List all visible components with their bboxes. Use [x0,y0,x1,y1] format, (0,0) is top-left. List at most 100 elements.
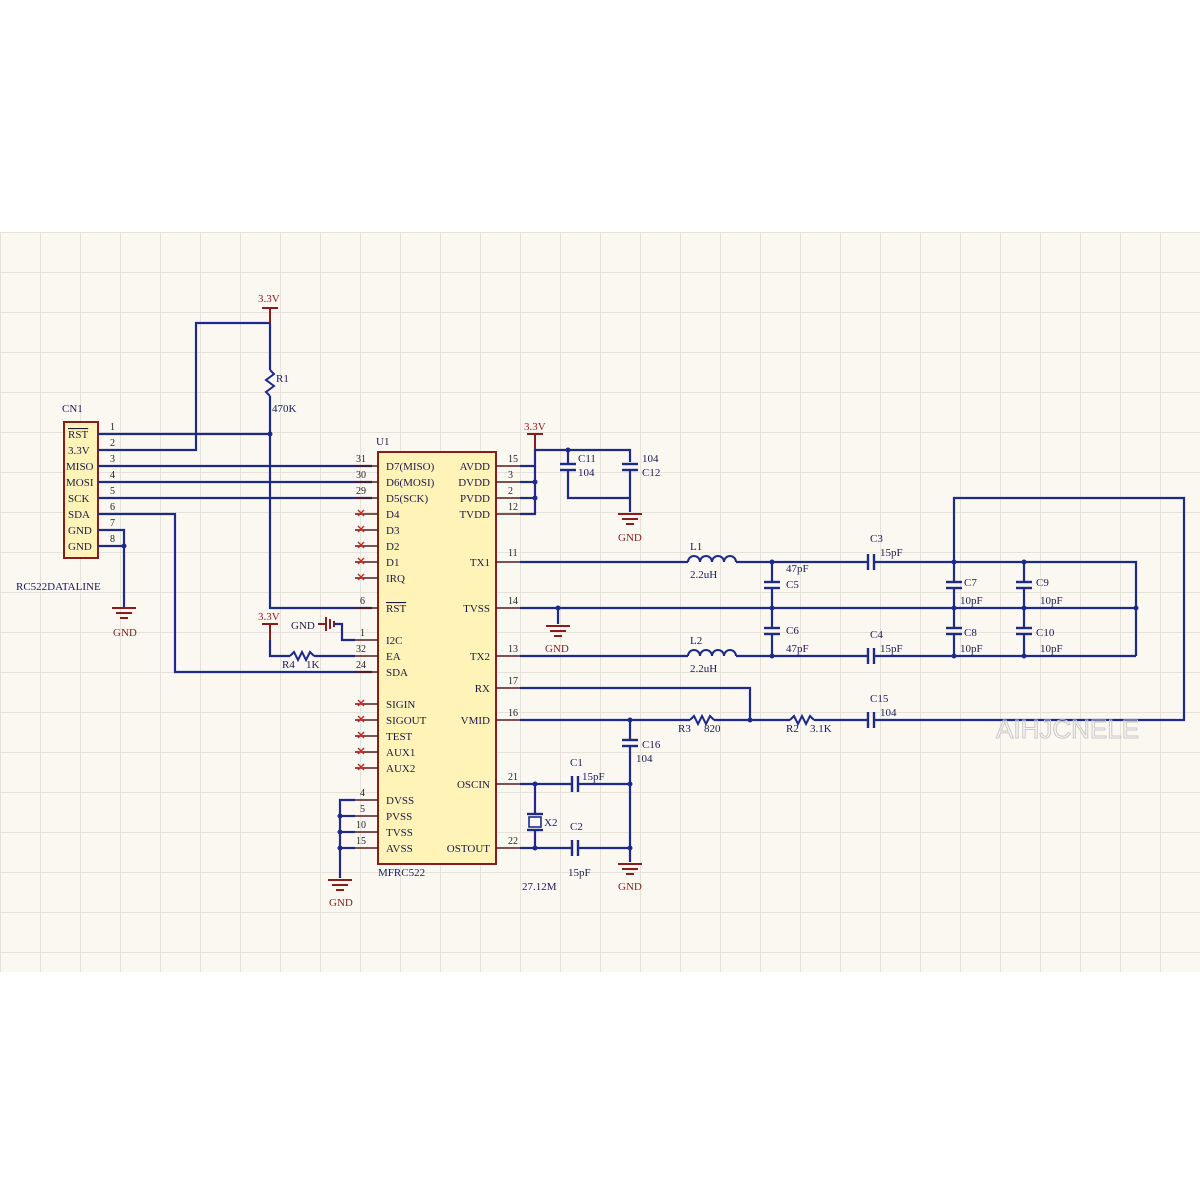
rx-loop-wire [874,496,1186,722]
connector-pin-label: MOSI [66,477,94,489]
c7-ref: C7 [964,577,977,589]
ic-pin-label: AVDD [460,461,490,473]
l1-value: 2.2uH [690,569,717,581]
ic-pin-label: TVDD [459,509,490,521]
vss-wire [338,798,355,878]
ic-pin-label: AVSS [386,843,413,855]
gnd-label: GND [618,881,642,893]
ic-pin-label: D7(MISO) [386,461,435,473]
no-connect-marks [357,509,365,771]
connector-pin-number: 3 [110,454,115,465]
ic-pin-number: 12 [508,502,518,513]
c6-ref: C6 [786,625,799,637]
resistor-r4 [289,649,315,663]
c5-value: 47pF [786,563,809,575]
l2-value: 2.2uH [690,663,717,675]
connector-pin-label: RST [68,429,88,441]
ea-wire [268,640,290,658]
ic-pin-label: PVSS [386,811,412,823]
gnd-label: GND [545,643,569,655]
x2-value: 27.12M [522,881,557,893]
ic-pin-label: D5(SCK) [386,493,429,505]
c6-value: 47pF [786,643,809,655]
resistor-r3 [689,713,715,727]
ic-pin-number: 4 [360,788,365,799]
gnd-label: GND [329,897,353,909]
connector-pin-number: 1 [110,422,115,433]
ic-left-pin-labels: D7(MISO) D6(MOSI) D5(SCK) D4 D3 D2 D1 IR… [386,461,435,855]
inductor-l1 [687,555,737,563]
r2-ref: R2 [786,723,799,735]
c4-value: 15pF [880,643,903,655]
gnd-label: GND [291,620,315,632]
ic-pin-number: 31 [356,454,366,465]
rst-wire [268,396,372,610]
c9-ref: C9 [1036,577,1049,589]
c3-value: 15pF [880,547,903,559]
c4-ref: C4 [870,629,883,641]
connector-pin-number: 2 [110,438,115,449]
schematic-svg: CN1 RST 3.3V MISO MOSI SCK SDA GND GND 1… [16,293,1186,909]
r1-ref: R1 [276,373,289,385]
connector-body [63,421,99,559]
c8-ref: C8 [964,627,977,639]
gnd-symbol [328,879,352,891]
ic-pin-number: 16 [508,708,518,719]
l1-ref: L1 [690,541,702,553]
ic-right-pin-stubs [496,465,520,849]
rx-wire [520,686,752,720]
ic-left-pin-numbers: 31 30 29 6 1 32 24 4 5 10 15 [356,454,366,847]
ic-pin-label: OSCIN [457,779,490,791]
ic-pin-label: RST [386,603,406,615]
c11-ref: C11 [578,453,596,465]
ic-right-pin-numbers: 15 3 2 12 11 14 13 17 16 21 22 [508,454,518,847]
c1-ref: C1 [570,757,583,769]
ic-pin-number: 32 [356,644,366,655]
connector-pin-number: 7 [110,518,115,529]
connector-ref: CN1 [62,403,83,415]
ic-pin-label: TEST [386,731,413,743]
ic-pin-number: 24 [356,660,366,671]
vcc-label: 3.3V [258,611,280,623]
connector-name: RC522DATALINE [16,581,101,593]
connector-wires [98,321,372,674]
connector-pins: RST 3.3V MISO MOSI SCK SDA GND GND 1 2 3… [66,422,115,553]
watermark: AIHJCNELE [996,714,1139,744]
c2-ref: C2 [570,821,583,833]
ic-pin-label: TVSS [386,827,413,839]
r3-ref: R3 [678,723,691,735]
ic-pin-label: RX [475,683,490,695]
l2-ref: L2 [690,635,702,647]
ic-pin-label: AUX2 [386,763,415,775]
r4-value: 1K [306,659,320,671]
ic-pin-number: 17 [508,676,518,687]
connector-pin-label: GND [68,541,92,553]
ic-pin-label: D4 [386,509,400,521]
ic-pin-label: DVDD [458,477,490,489]
gnd-label: GND [618,532,642,544]
c7-value: 10pF [960,595,983,607]
connector-pin-label: GND [68,525,92,537]
ic-pin-number: 22 [508,836,518,847]
c2-value: 15pF [568,867,591,879]
c11-value: 104 [578,467,595,479]
c10-ref: C10 [1036,627,1055,639]
r4-ref: R4 [282,659,295,671]
vcc-symbol [262,623,278,640]
ic-pin-label: OSTOUT [447,843,490,855]
ic-ref: U1 [376,436,389,448]
resistor-r1 [264,369,276,397]
r3-value: 820 [704,723,721,735]
ic-pin-label: I2C [386,635,403,647]
ic-pin-label: PVDD [460,493,490,505]
ic-right-pin-labels: AVDD DVDD PVDD TVDD TX1 TVSS TX2 RX VMID… [447,461,490,855]
gnd-symbol [318,617,335,631]
c12-ref: C12 [642,467,660,479]
c3-ref: C3 [870,533,883,545]
connector-pin-label: 3.3V [68,445,90,457]
ic-pin-label: IRQ [386,573,405,585]
r1-value: 470K [272,403,297,415]
c9-value: 10pF [1040,595,1063,607]
c8-value: 10pF [960,643,983,655]
c15-ref: C15 [870,693,889,705]
